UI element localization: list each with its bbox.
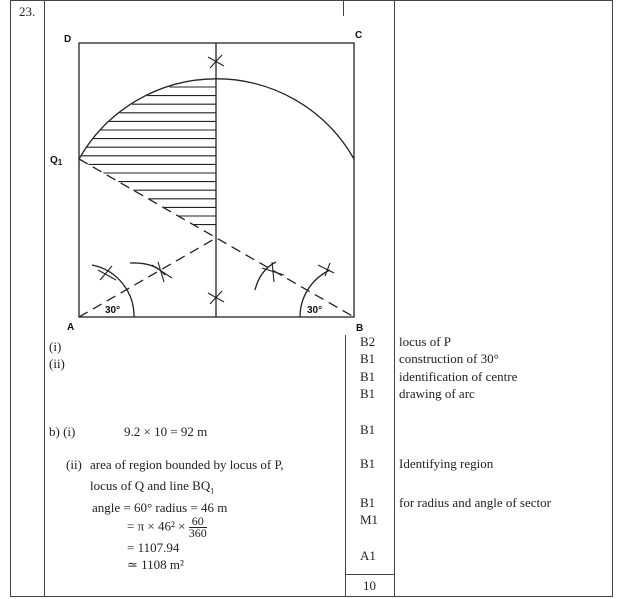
part-b-i-label: b) (i) bbox=[49, 424, 76, 439]
angle-label-a: 30° bbox=[105, 305, 120, 316]
shaded-region-hatching bbox=[81, 86, 216, 226]
column-divider-number bbox=[44, 0, 45, 597]
total-divider bbox=[345, 574, 395, 575]
part-a-ii-label: (ii) bbox=[49, 356, 65, 371]
column-divider-comments bbox=[394, 0, 395, 597]
mark-comment: identification of centre bbox=[399, 369, 518, 384]
mark: B1 bbox=[360, 456, 376, 471]
mark-comment: Identifying region bbox=[399, 456, 494, 471]
line-bq1 bbox=[78, 158, 355, 318]
table-border-left bbox=[10, 0, 11, 597]
angle-label-b: 30° bbox=[307, 305, 322, 316]
mark: B1 bbox=[360, 495, 376, 510]
part-b-ii-line2: locus of Q and line BQ1 bbox=[90, 478, 215, 496]
label-d: D bbox=[64, 34, 71, 45]
table-border-right bbox=[612, 0, 613, 597]
locus-arc bbox=[78, 78, 355, 160]
label-b: B bbox=[356, 323, 363, 334]
column-divider-marks bbox=[345, 335, 346, 597]
part-b-ii-line1: area of region bounded by locus of P, bbox=[90, 457, 284, 472]
label-q1: Q1 bbox=[50, 155, 63, 167]
construction-arc-left bbox=[129, 262, 166, 276]
label-c: C bbox=[355, 30, 362, 41]
line-a-centre bbox=[78, 237, 217, 318]
question-number: 23. bbox=[19, 4, 36, 19]
mark: B2 bbox=[360, 334, 376, 349]
construction-arc-right bbox=[254, 261, 277, 291]
mark: B1 bbox=[360, 422, 376, 437]
part-a-i-label: (i) bbox=[49, 339, 62, 354]
result-exact: = 1107.94 bbox=[127, 540, 180, 555]
mark: A1 bbox=[360, 548, 376, 563]
column-divider-marks-top bbox=[343, 0, 344, 16]
mark-comment: drawing of arc bbox=[399, 386, 475, 401]
angle-arc-b bbox=[299, 269, 331, 318]
table-border-bottom bbox=[10, 596, 613, 597]
result-rounded: ≃ 1108 m² bbox=[127, 557, 184, 572]
mark: B1 bbox=[360, 369, 376, 384]
mark: B1 bbox=[360, 351, 376, 366]
table-border-top bbox=[10, 0, 613, 1]
label-a: A bbox=[67, 322, 74, 333]
mark-comment: locus of P bbox=[399, 334, 451, 349]
mark-comment: construction of 30° bbox=[399, 351, 499, 366]
total-marks: 10 bbox=[363, 578, 376, 593]
mark-comment: for radius and angle of sector bbox=[399, 495, 551, 510]
angle-arc-a bbox=[91, 264, 135, 318]
angle-radius-line: angle = 60° radius = 46 m bbox=[92, 500, 228, 515]
mark: M1 bbox=[360, 512, 379, 527]
part-b-i-calc: 9.2 × 10 = 92 m bbox=[124, 424, 208, 439]
bisector-marks bbox=[97, 54, 335, 305]
mark: B1 bbox=[360, 386, 376, 401]
part-b-ii-label: (ii) bbox=[66, 457, 82, 472]
